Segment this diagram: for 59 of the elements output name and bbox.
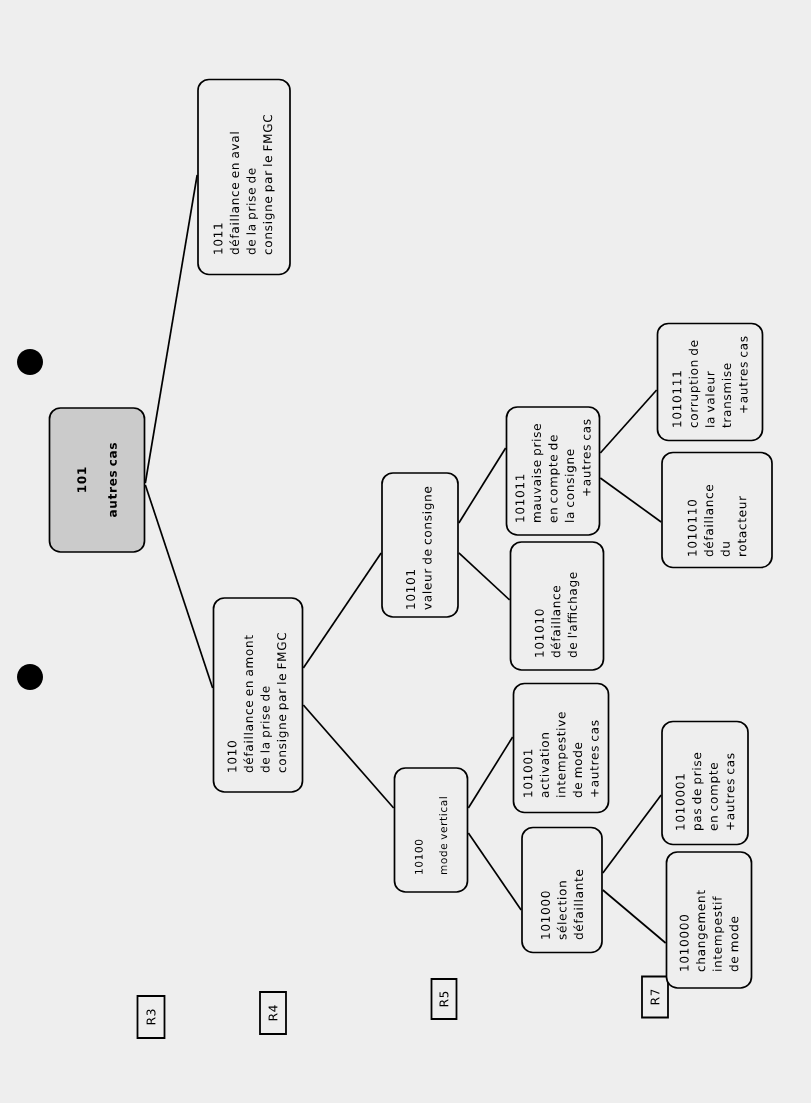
description-text: activation intempestive de mode xyxy=(539,712,583,798)
note-text: +autres cas xyxy=(582,419,591,496)
code-number: 1010111 xyxy=(672,371,682,427)
fault-box xyxy=(509,541,605,671)
description-text: défaillance en amont de la prise de consigne par le FMGC xyxy=(243,633,289,773)
note-text: +autres cas xyxy=(590,720,599,797)
description-text: corruption de la valeur transmise xyxy=(688,340,732,428)
code-number: 1010001 xyxy=(675,774,685,830)
description-text: défaillance en aval de la prise de consigne par le FMGC xyxy=(229,115,275,255)
fault-box xyxy=(656,322,764,442)
code-number: 101001 xyxy=(523,749,533,797)
description-text: défaillance du rotacteur xyxy=(703,484,747,557)
connector-line xyxy=(458,447,507,524)
code-number: 101000 xyxy=(540,891,550,939)
code-number: 1010110 xyxy=(687,500,697,556)
description-text: mauvaise prise en compte de la consigne xyxy=(531,424,577,523)
connector-line xyxy=(599,389,658,454)
connector-line xyxy=(302,552,382,669)
connector-line xyxy=(467,736,514,809)
description-text: changement intempestif de mode xyxy=(695,890,739,972)
code-number: 1010 xyxy=(227,741,237,772)
code-number: 101011 xyxy=(515,474,525,522)
note-text: +autres cas xyxy=(725,753,735,830)
code-number: 10100 xyxy=(414,839,423,874)
connector-line xyxy=(302,704,395,809)
fault-box xyxy=(393,767,469,893)
description-text: autres cas xyxy=(108,443,117,517)
fault-box xyxy=(665,851,753,989)
connector-line xyxy=(144,484,214,689)
fault-box xyxy=(381,472,459,618)
connector-line xyxy=(467,832,522,911)
level-tag: R3 xyxy=(136,995,166,1039)
connector-line xyxy=(144,174,198,484)
description-text: valeur de consigne xyxy=(422,486,434,610)
connector-line xyxy=(599,477,662,523)
note-text: +autres cas xyxy=(739,336,748,413)
description-text: défaillance de l'affichage xyxy=(550,572,580,658)
level-tag: R4 xyxy=(259,991,287,1035)
description-text: mode vertical xyxy=(439,797,448,875)
level-tag: R7 xyxy=(641,975,669,1019)
fault-box xyxy=(48,407,146,553)
code-number: 10101 xyxy=(406,570,416,609)
fault-box xyxy=(512,682,610,814)
code-number: 1011 xyxy=(213,223,223,254)
code-number: 101 xyxy=(77,467,87,492)
connector-line xyxy=(602,889,667,944)
code-number: 1010000 xyxy=(679,915,689,971)
connector-line xyxy=(458,552,511,601)
description-text: pas de prise en compte xyxy=(691,752,721,831)
fault-box xyxy=(197,78,291,276)
fault-box xyxy=(521,826,603,954)
code-number: 101010 xyxy=(534,609,544,657)
connector-line xyxy=(602,794,662,874)
fault-box xyxy=(661,451,773,569)
fault-box xyxy=(661,720,749,846)
fault-box xyxy=(212,597,304,793)
description-text: sélection défaillante xyxy=(556,869,584,940)
level-tag: R5 xyxy=(430,978,458,1020)
fault-box xyxy=(505,406,601,536)
